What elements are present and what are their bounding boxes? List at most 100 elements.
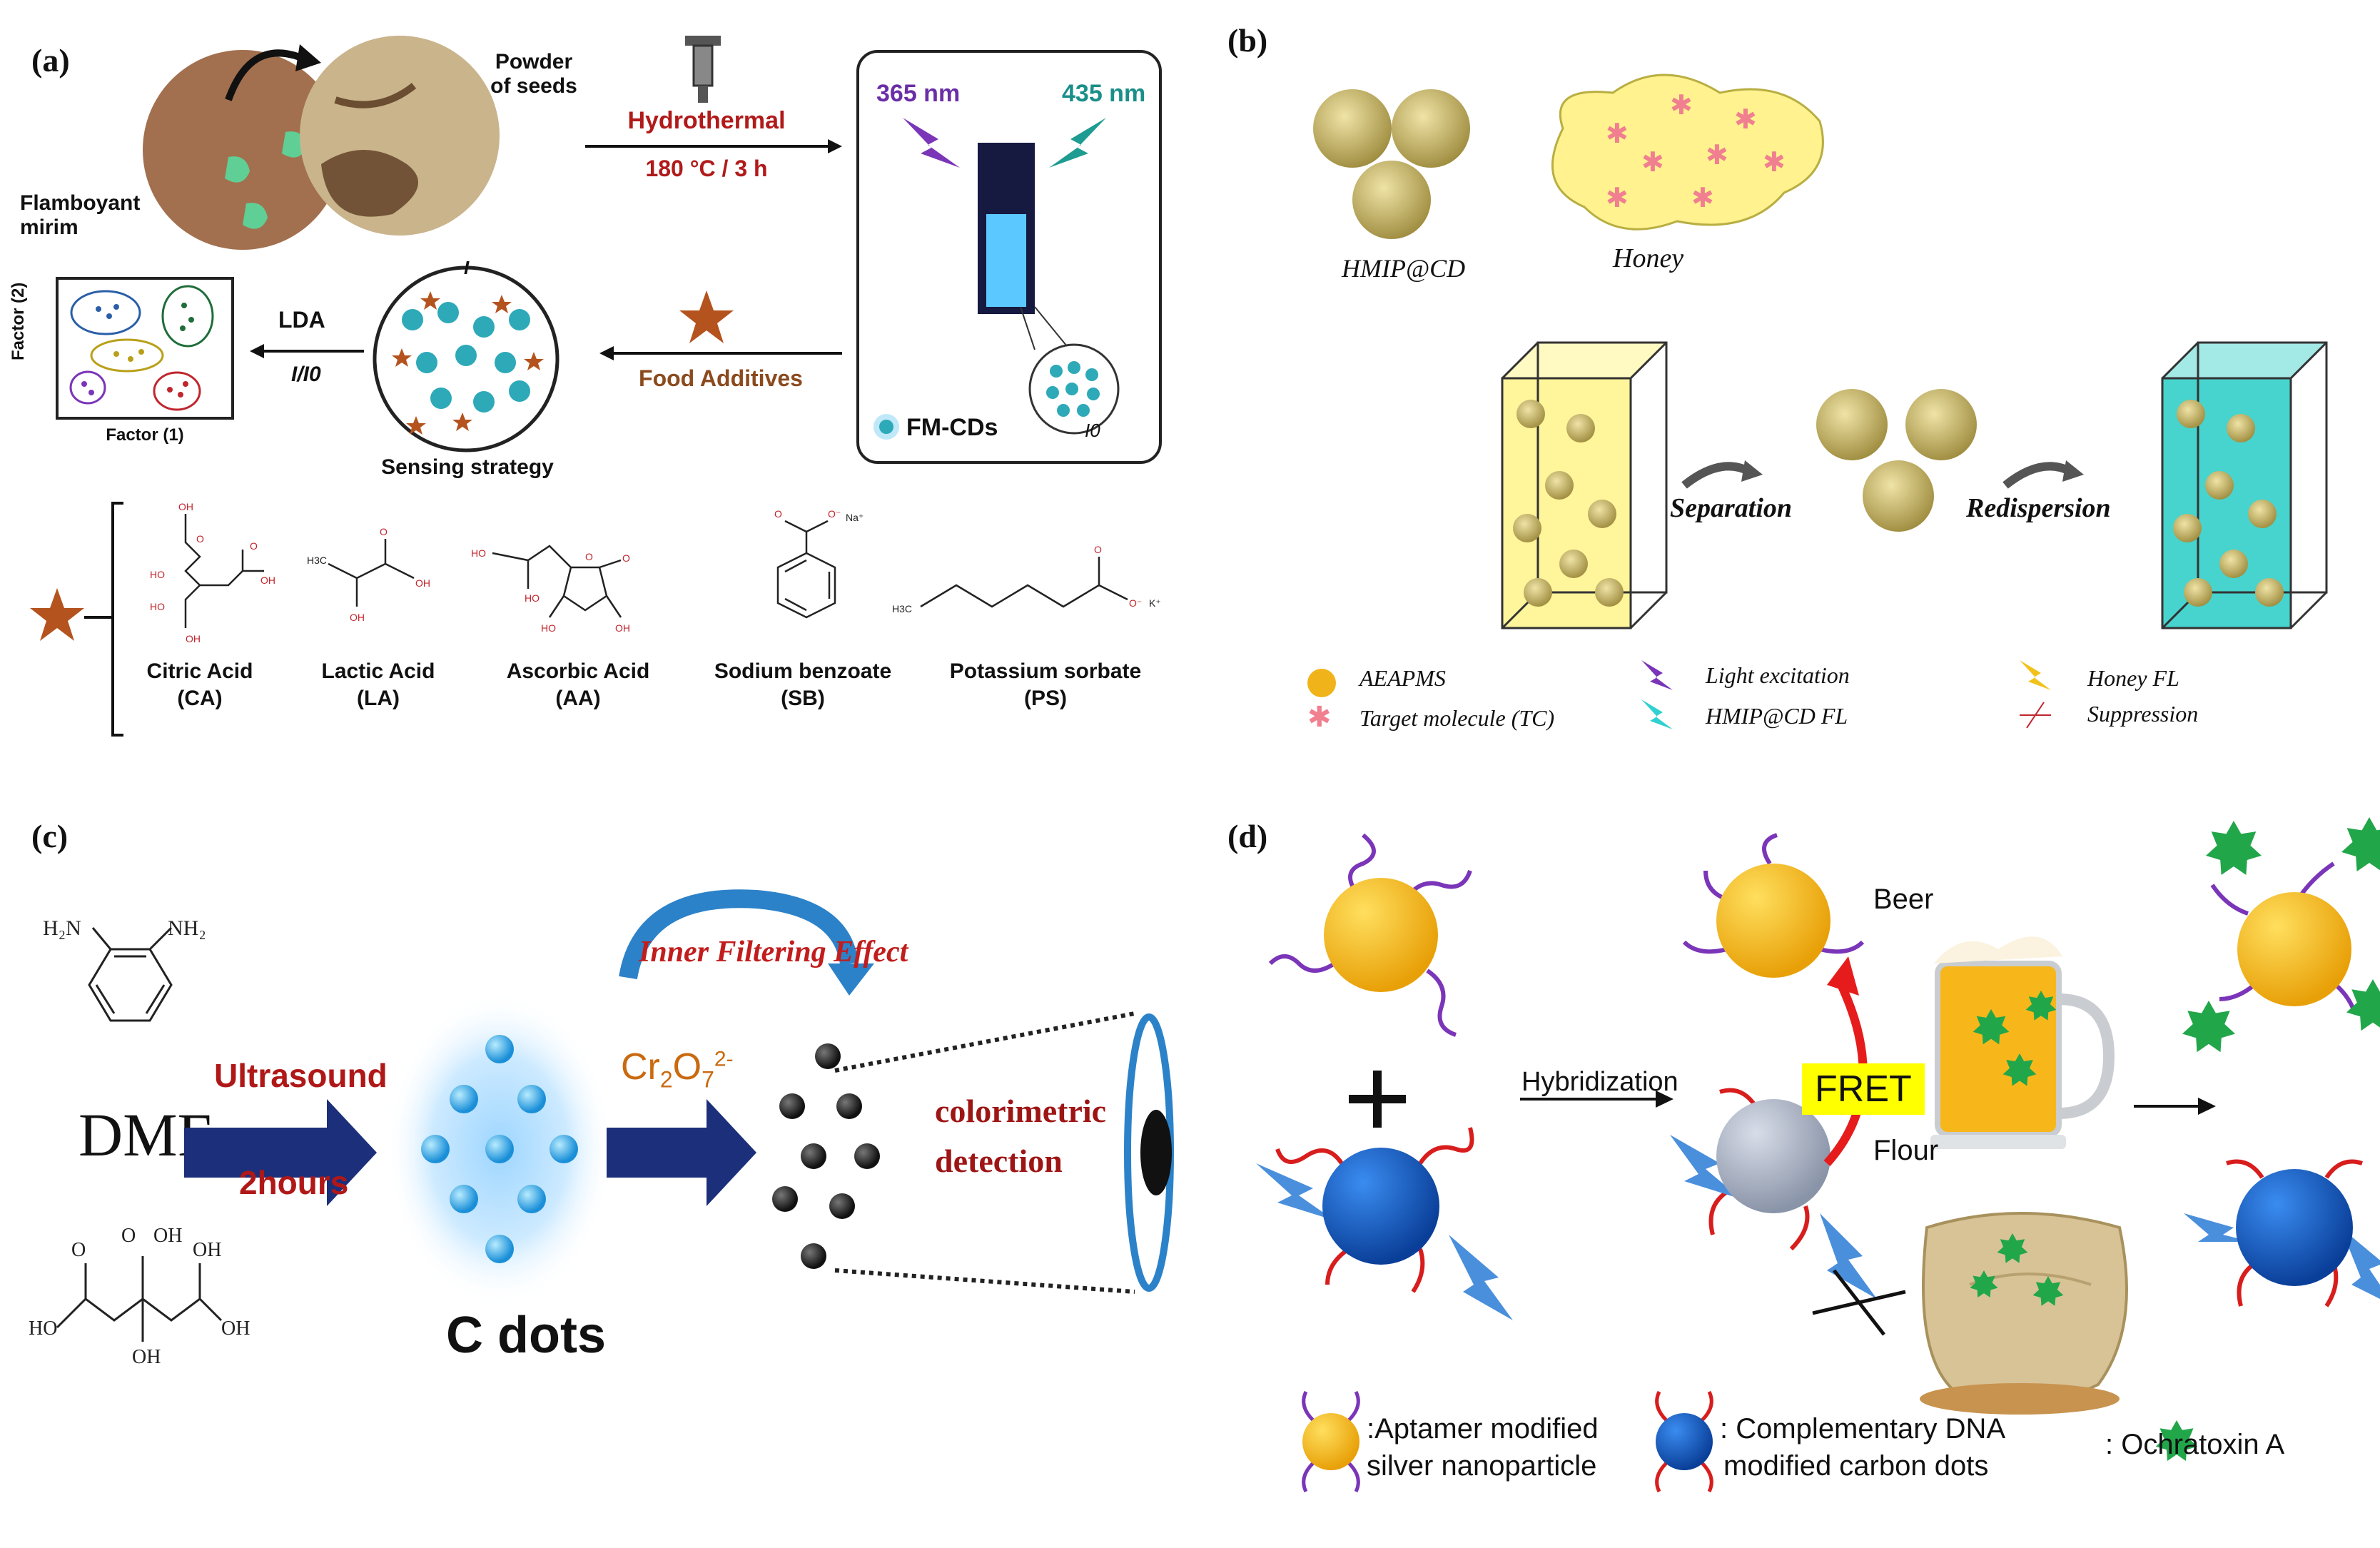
- i0-label: I0: [1085, 420, 1100, 441]
- legend-ota-line1: : Ochratoxin A: [2105, 1429, 2285, 1460]
- compound-name-aa: Ascorbic Acid: [506, 659, 650, 683]
- svg-text:K⁺: K⁺: [1149, 597, 1161, 609]
- panel-a-label: (a): [31, 42, 70, 79]
- svg-text:H3C: H3C: [307, 555, 327, 566]
- effect-arrow: [619, 889, 874, 996]
- food-additives-label: Food Additives: [639, 365, 803, 391]
- legend-carbon-dot-icon: [1655, 1390, 1713, 1493]
- legend-target: Target molecule (TC): [1359, 705, 1555, 731]
- svg-text:✱: ✱: [1706, 139, 1728, 171]
- product-label: C dots: [446, 1307, 606, 1364]
- svg-text:O: O: [250, 540, 258, 552]
- hybrid-complex: [1670, 833, 1906, 1336]
- c-dots-cluster: [385, 992, 614, 1306]
- compound-abbr-la: (LA): [357, 687, 400, 710]
- factor2-label: Factor (2): [9, 282, 28, 360]
- emission-bolt-icon: [1049, 118, 1106, 168]
- svg-text:HO: HO: [150, 569, 165, 580]
- svg-text:OH: OH: [221, 1317, 250, 1340]
- svg-text:OH: OH: [615, 622, 630, 634]
- lda-arrow: [250, 344, 364, 358]
- legend-aeapms: AEAPMS: [1359, 665, 1446, 691]
- legend-cd-line2: modified carbon dots: [1723, 1450, 1989, 1482]
- factor1-label: Factor (1): [106, 425, 184, 445]
- carbon-dot-2: [2184, 1159, 2380, 1307]
- ochratoxin-star-icon: [2002, 1053, 2037, 1086]
- legend-suppression: Suppression: [2087, 701, 2199, 727]
- gold-sphere-icon: [1307, 669, 1336, 697]
- ochratoxin-star-icon: [1997, 1233, 2028, 1263]
- svg-text:✱: ✱: [1691, 182, 1714, 213]
- cd-zoom-circle: [1028, 343, 1120, 435]
- lactic-acid-structure: H3C O OH OH: [307, 526, 430, 623]
- step1-top-label: Ultrasound: [214, 1057, 388, 1094]
- beer-mug-icon: [1930, 936, 2115, 1149]
- process-bottom: 180 °C / 3 h: [645, 156, 768, 181]
- autoclave-icon: [685, 36, 721, 103]
- svg-text:HO: HO: [471, 547, 486, 559]
- legend-honey-fl: Honey FL: [2087, 665, 2179, 691]
- svg-text:✱: ✱: [1763, 146, 1786, 178]
- svg-text:OH: OH: [132, 1346, 161, 1368]
- panel-b-label: (b): [1227, 22, 1268, 59]
- detection-label-1: colorimetric: [935, 1093, 1107, 1129]
- panel-d-label: (d): [1227, 818, 1268, 854]
- separation-arrow-icon: [1681, 460, 1763, 489]
- ota-star-layer: [1970, 817, 2380, 1461]
- pink-star-icon: ✱: [1307, 702, 1332, 733]
- curved-arrow-icon: [225, 44, 321, 101]
- emission-label: 435 nm: [1062, 80, 1146, 107]
- yellow-bolt-icon: [2020, 660, 2051, 690]
- legend-aptamer-line2: silver nanoparticle: [1367, 1450, 1597, 1482]
- svg-text:Na⁺: Na⁺: [846, 512, 864, 523]
- compound-abbr-aa: (AA): [555, 687, 601, 710]
- svg-text:OH: OH: [186, 633, 201, 644]
- zoom-lines: [1020, 306, 1068, 350]
- powder-label: Powder of seeds: [490, 50, 577, 98]
- svg-text:OH: OH: [350, 612, 365, 623]
- fret-badge: FRET: [1802, 1063, 1925, 1115]
- separated-spheres: [1816, 389, 1977, 532]
- svg-text:O: O: [71, 1239, 86, 1261]
- hmip-label: HMIP@CD: [1342, 254, 1466, 283]
- svg-text:O: O: [196, 533, 204, 545]
- honey-label: Honey: [1613, 243, 1684, 273]
- cyan-bolt-icon: [1641, 699, 1673, 729]
- svg-text:O: O: [380, 526, 388, 537]
- panel-b: (b) ✱✱✱✱ ✱✱✱✱ HMIP@CD Honey: [1213, 0, 2380, 757]
- cd-label: FM-CDs: [906, 414, 998, 441]
- hybridization-label: Hybridization: [1521, 1067, 1678, 1097]
- svg-text:OH: OH: [415, 577, 430, 589]
- process-top: Hydrothermal: [627, 107, 786, 134]
- compound-name-ps: Potassium sorbate: [949, 659, 1142, 683]
- ochratoxin-star-icon: [2206, 821, 2262, 875]
- svg-text:HO: HO: [525, 592, 540, 604]
- compound-abbr-ca: (CA): [177, 687, 223, 710]
- cross-icon: [2020, 702, 2051, 729]
- legend-aptamer-icon: [1302, 1390, 1360, 1493]
- ratio-label: I/I0: [291, 363, 321, 386]
- cuvette-icon: [978, 143, 1035, 314]
- compound-name-sb: Sodium benzoate: [714, 659, 892, 683]
- svg-text:HO: HO: [541, 622, 556, 634]
- ochratoxin-star-icon: [2025, 991, 2057, 1021]
- ochratoxin-star-icon: [2032, 1276, 2064, 1306]
- ultrasound-arrow: [184, 1099, 377, 1206]
- svg-text:H3C: H3C: [892, 603, 912, 614]
- aptamer-np-1: [1268, 833, 1472, 1037]
- i-label: I: [464, 257, 470, 278]
- legend-excitation: Light excitation: [1706, 662, 1850, 688]
- dots-black: [772, 1043, 880, 1269]
- hmip-spheres: [1313, 89, 1470, 239]
- svg-text:O: O: [622, 552, 630, 564]
- svg-text:OH: OH: [153, 1225, 182, 1247]
- ochratoxin-star-icon: [2346, 979, 2380, 1031]
- svg-text:O⁻: O⁻: [1129, 597, 1142, 609]
- svg-text:✱: ✱: [1641, 146, 1664, 178]
- carbon-dot-1: [1256, 1127, 1513, 1320]
- cr-arrow: [607, 1099, 756, 1206]
- svg-text:OH: OH: [193, 1239, 221, 1261]
